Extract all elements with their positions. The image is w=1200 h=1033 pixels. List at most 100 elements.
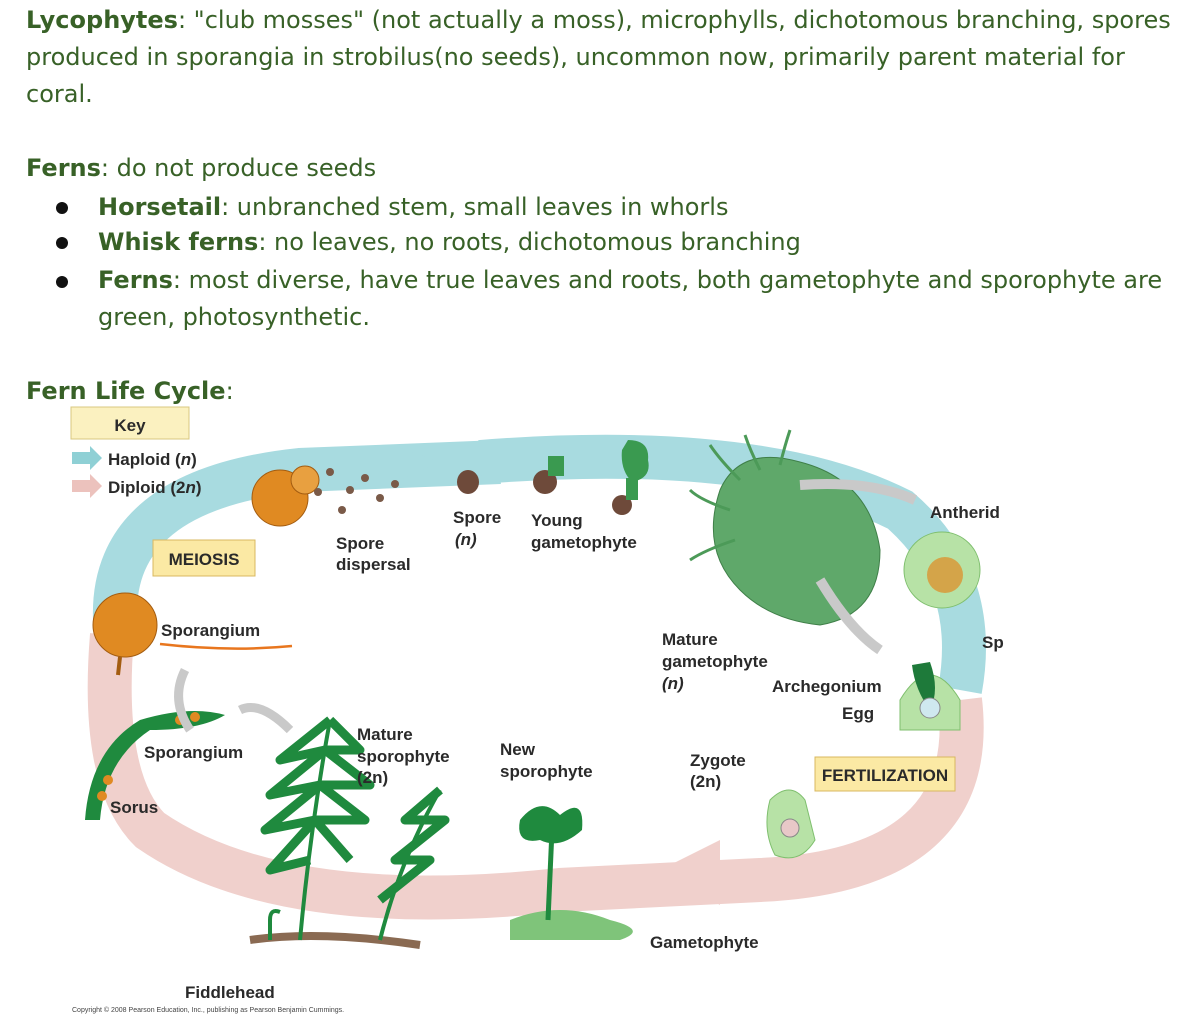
zygote-cell [780,818,800,838]
spore-dot [391,480,399,488]
sporangium-closed-capsule [92,592,158,658]
sporangium-stalk [116,656,122,676]
young-gametophyte-label-1: Young [531,511,583,530]
ferns-paragraph: Ferns: do not produce seeds [26,150,1176,187]
arrow-to-sporangium [174,667,194,733]
bullet-text: : most diverse, have true leaves and roo… [98,266,1163,331]
bullet-text: : unbranched stem, small leaves in whorl… [221,193,729,221]
mature-gametophyte-label-1: Mature [662,630,718,649]
ferns-text: : do not produce seeds [100,154,377,182]
spore-dot [346,486,354,494]
lycophytes-text: : "club mosses" (not actually a moss), m… [26,6,1171,108]
haploid-key-n: n [181,450,191,469]
sporangium-underline [159,642,293,650]
key-title: Key [114,416,146,435]
haploid-key-close: ) [191,450,197,469]
antheridium-illustration [903,531,981,609]
sporangium-capsule-lid [290,465,320,495]
spore-illustration [457,470,479,494]
young-gametophyte-illustration [533,440,649,515]
archegonium-illustration [899,662,961,731]
diploid-key-arrow [72,474,102,498]
new-sporophyte-leaf [519,806,583,844]
young-gametophyte-cells [548,456,564,476]
mature-gametophyte-label-2: gametophyte [662,652,768,671]
arrow-to-archegonium [815,577,883,655]
egg-illustration [919,697,941,719]
bullet-dot [56,237,68,249]
bullet-dot [56,276,68,288]
sorus-dot [97,791,107,801]
spore-label-1: Spore [453,508,501,527]
mature-gametophyte-thallus [712,456,881,626]
diploid-key-close: ) [196,478,202,497]
mature-gametophyte-illustration [688,429,881,626]
pinna-leaf [85,711,225,820]
copyright-notice: Copyright © 2008 Pearson Education, Inc.… [72,1006,344,1014]
sporangium-lower-label: Sporangium [144,743,243,762]
gametophyte-base [510,910,633,940]
young-gametophyte-stalk [626,478,638,500]
antheridium-label: Antherid [930,503,1000,522]
spore-dot [326,468,334,476]
haploid-band-right [478,434,986,694]
mature-gametophyte-label-3: (n) [662,674,684,693]
sorus-dot [190,712,200,722]
lycophytes-paragraph: Lycophytes: "club mosses" (not actually … [26,2,1176,113]
fertilization-label: FERTILIZATION [822,766,948,785]
bullet-term: Horsetail [98,193,222,221]
bullet-ferns: Ferns: most diverse, have true leaves an… [98,262,1178,336]
arrow-to-antheridium [799,479,918,505]
spore-dot [338,506,346,514]
zygote-label-1: Zygote [690,751,746,770]
sorus-label: Sorus [110,798,158,817]
fiddlehead-label: Fiddlehead [185,983,275,1002]
ferns-term: Ferns [26,154,101,182]
spore-label-2: (n) [455,530,477,549]
diploid-band [87,633,984,920]
lifecycle-heading: Fern Life Cycle: [26,373,234,410]
diploid-key-n: n [185,478,195,497]
fiddlehead-illustration [268,909,281,940]
sorus-dot [103,775,113,785]
new-sporophyte-label-2: sporophyte [500,762,593,781]
key-title-box [70,406,190,440]
bullet-horsetail: Horsetail: unbranched stem, small leaves… [98,189,1178,226]
haploid-key-text: Haploid ( [108,450,181,469]
new-sporophyte-stem [545,829,555,921]
sporangium-closed-illustration [92,592,158,676]
meiosis-label: MEIOSIS [169,550,240,569]
mature-sporophyte-illustration [249,716,450,949]
new-sporophyte-label-1: New [500,740,536,759]
bullet-dot [56,202,68,214]
haploid-arrowhead [400,448,440,480]
mature-sporophyte-label-1: Mature [357,725,413,744]
bullet-text: : no leaves, no roots, dichotomous branc… [258,228,801,256]
spore-dispersal-label-1: Spore [336,534,384,553]
sporangium-upper-label: Sporangium [161,621,260,640]
lifecycle-heading-text: Fern Life Cycle [26,377,226,405]
frond-pinnae-right [310,716,375,863]
diploid-key-label: Diploid (2n) [108,478,202,497]
meiosis-box [152,539,256,577]
frond-pinnae-left [260,716,333,875]
spore-dot [361,474,369,482]
bullet-term: Ferns [98,266,173,294]
haploid-key-arrow [72,446,102,470]
spore-dot [314,488,322,496]
archegonium-label: Archegonium [772,677,882,696]
sperm-label: Sp [982,633,1004,652]
sporangium-opening-illustration [251,465,399,527]
mature-sporophyte-label-3: (2n) [357,768,388,787]
spore-dot [376,494,384,502]
pinna-with-sori-illustration [85,711,225,820]
antheridium-sperm-mass [927,557,963,593]
rhizome [249,932,421,949]
spore-dispersal-label-2: dispersal [336,555,411,574]
young-gametophyte-thallus [621,440,649,482]
rhizoids [688,429,792,562]
diploid-key-text: Diploid (2 [108,478,185,497]
bullet-whisk-ferns: Whisk ferns: no leaves, no roots, dichot… [98,224,1178,261]
young-gametophyte-label-2: gametophyte [531,533,637,552]
